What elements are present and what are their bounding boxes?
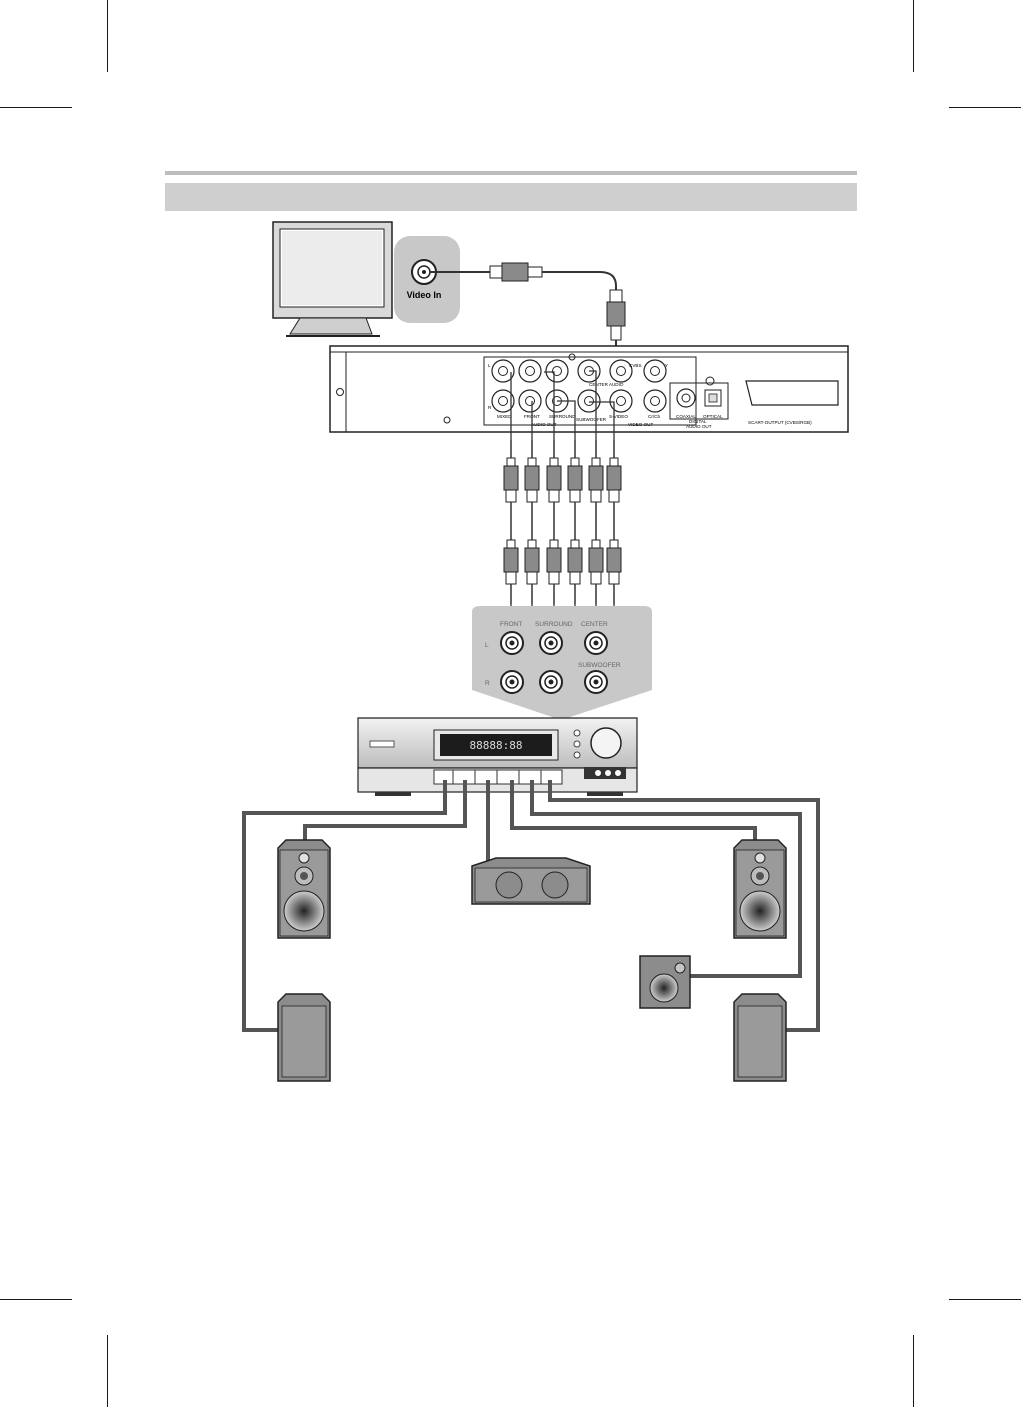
front-left-speaker bbox=[277, 839, 331, 939]
av-receiver: 88888:88 bbox=[357, 717, 638, 796]
crop-mark-tr-h bbox=[949, 107, 1021, 108]
amp-label-l: L bbox=[485, 642, 489, 649]
dvd-jack bbox=[577, 389, 601, 413]
dvd-label-digital: DIGITAL bbox=[689, 419, 707, 424]
video-in-label: Video In bbox=[407, 290, 442, 300]
wire-front-left bbox=[303, 780, 467, 842]
rca-cable bbox=[588, 440, 604, 604]
amp-jack bbox=[539, 631, 563, 655]
surround-right-speaker bbox=[733, 993, 787, 1082]
dvd-jack bbox=[609, 359, 633, 383]
crop-mark-br-h bbox=[949, 1299, 1021, 1300]
dvd-letter-r: R bbox=[488, 405, 492, 410]
dvd-label-audio-out: AUDIO OUT bbox=[531, 422, 557, 427]
subwoofer-speaker bbox=[639, 955, 691, 1009]
amp-jack bbox=[584, 670, 608, 694]
section-header-band bbox=[165, 183, 857, 211]
rca-cable bbox=[524, 440, 540, 604]
amp-jack bbox=[500, 670, 524, 694]
dvd-jack bbox=[545, 359, 569, 383]
dvd-digital-and-scart bbox=[669, 376, 839, 420]
rca-cable bbox=[546, 440, 562, 604]
dvd-label-center-audio: CENTER AUDIO bbox=[589, 382, 624, 387]
rca-cable bbox=[503, 440, 519, 604]
dvd-letter-l: L bbox=[488, 363, 491, 368]
dvd-jack bbox=[643, 359, 667, 383]
crop-mark-bl-h bbox=[0, 1299, 72, 1300]
dvd-label-coaxial: COAXIAL bbox=[676, 414, 696, 419]
amp-label-surround: SURROUND bbox=[535, 621, 573, 628]
rca-cable bbox=[606, 440, 622, 604]
amp-jack bbox=[584, 631, 608, 655]
television bbox=[272, 221, 393, 337]
dvd-label-scart: SCART-OUTPUT (CVBS/RGB) bbox=[748, 420, 812, 425]
dvd-screw bbox=[568, 353, 576, 361]
amp-jacks bbox=[500, 631, 608, 694]
dvd-label-video-out: VIDEO OUT bbox=[628, 422, 653, 427]
dvd-label-s-video: S-VIDEO bbox=[609, 414, 628, 419]
dvd-label-y: Y bbox=[665, 363, 668, 368]
dvd-jack bbox=[518, 359, 542, 383]
center-speaker bbox=[471, 857, 591, 905]
amp-label-r: R bbox=[485, 680, 490, 687]
dvd-jack bbox=[491, 389, 515, 413]
dvd-label-subwoofer: SUBWOOFER bbox=[576, 417, 607, 422]
crop-mark-tl-v bbox=[107, 0, 108, 72]
crop-mark-tl-h bbox=[0, 107, 72, 108]
tv-video-in-panel: Video In bbox=[394, 236, 460, 323]
dvd-jack bbox=[491, 359, 515, 383]
dvd-label-mixed: MIXED bbox=[497, 414, 512, 419]
wire-subwoofer bbox=[530, 780, 802, 978]
amp-panel-labels: FRONT SURROUND CENTER SUBWOOFER L R bbox=[485, 621, 621, 687]
dvd-jack bbox=[609, 389, 633, 413]
surround-left-speaker bbox=[277, 993, 331, 1082]
dvd-label-optical: OPTICAL bbox=[703, 414, 723, 419]
crop-mark-br-v bbox=[913, 1335, 914, 1407]
video-cable bbox=[430, 262, 626, 370]
header-rule bbox=[165, 171, 857, 175]
amp-label-center: CENTER bbox=[581, 621, 608, 628]
amp-label-subwoofer: SUBWOOFER bbox=[578, 662, 621, 669]
speaker-wires bbox=[242, 780, 820, 1032]
receiver-display: 88888:88 bbox=[470, 739, 523, 752]
dvd-jack bbox=[518, 389, 542, 413]
dvd-label-digital-audio-out: AUDIO OUT bbox=[686, 424, 712, 429]
dvd-label-cvbs: CVBS bbox=[629, 363, 642, 368]
dvd-jack bbox=[643, 389, 667, 413]
front-right-speaker bbox=[733, 839, 787, 939]
wire-surround-right bbox=[548, 780, 820, 1032]
wire-front-right bbox=[510, 780, 757, 842]
crop-mark-bl-v bbox=[107, 1335, 108, 1407]
cable-routing bbox=[510, 370, 615, 440]
amp-jack bbox=[539, 670, 563, 694]
amp-jack bbox=[500, 631, 524, 655]
wire-surround-left bbox=[242, 780, 447, 1032]
crop-mark-tr-v bbox=[913, 0, 914, 72]
dvd-label-crcb: Cr/Cb bbox=[648, 414, 660, 419]
rca-cable bbox=[567, 440, 583, 604]
amp-label-front: FRONT bbox=[500, 621, 522, 628]
dvd-label-surround: SURROUND bbox=[549, 414, 576, 419]
